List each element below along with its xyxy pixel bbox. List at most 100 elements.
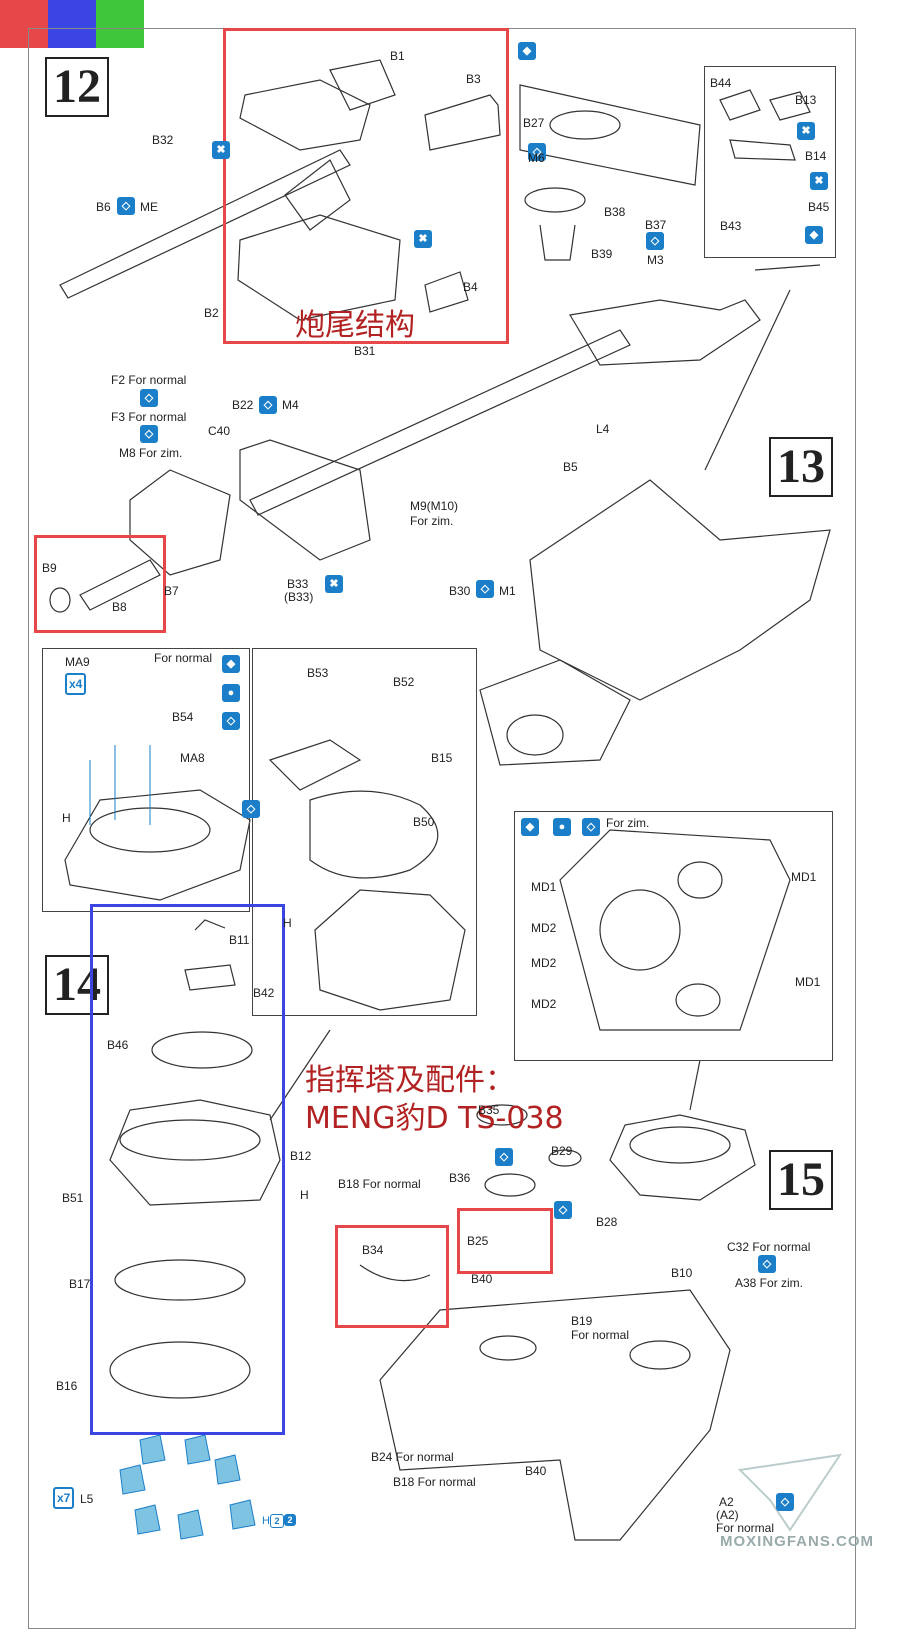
part-label-b29: B29 bbox=[551, 1144, 573, 1158]
breech-lower bbox=[237, 214, 401, 321]
color-swatch-blue bbox=[48, 0, 96, 48]
remove-icon: ✖ bbox=[212, 141, 230, 159]
remove-icon: ✖ bbox=[810, 172, 828, 190]
step-number-12: 12 bbox=[45, 57, 109, 117]
part-label-md1: MD1 bbox=[531, 880, 557, 894]
remove-icon: ✖ bbox=[325, 575, 343, 593]
drop-icon: ● bbox=[553, 818, 571, 836]
part-label-b12: B12 bbox=[290, 1149, 312, 1163]
part-b3 bbox=[424, 94, 501, 151]
part-label-b28: B28 bbox=[596, 1215, 618, 1229]
drop-icon: ● bbox=[222, 684, 240, 702]
paint-icon: ◆ bbox=[805, 226, 823, 244]
part-label-md1: MD1 bbox=[795, 975, 821, 989]
quantity-x7-icon: x7 bbox=[53, 1487, 75, 1509]
part-label-b15: B15 bbox=[431, 751, 453, 765]
part-label-b33-alt: (B33) bbox=[284, 590, 314, 604]
remove-icon: ✖ bbox=[797, 122, 815, 140]
color-swatch-green bbox=[96, 0, 144, 48]
part-label-b9: B9 bbox=[42, 561, 57, 575]
part-label-b46: B46 bbox=[107, 1038, 129, 1052]
part-label-b19-note: For normal bbox=[571, 1328, 630, 1342]
optional-icon: ◇ bbox=[259, 396, 277, 414]
part-label-b19: B19 bbox=[571, 1314, 593, 1328]
for-zim-label: For zim. bbox=[606, 816, 650, 830]
part-label-b52: B52 bbox=[393, 675, 415, 689]
part-label-c32: C32 For normal bbox=[727, 1240, 811, 1254]
step-number-15: 15 bbox=[769, 1150, 833, 1210]
part-label-a2: A2 bbox=[719, 1495, 734, 1509]
b25-highlight-box bbox=[457, 1208, 553, 1274]
hatch-plate bbox=[519, 84, 701, 186]
part-label-b36: B36 bbox=[449, 1171, 471, 1185]
optional-icon: ◇ bbox=[554, 1201, 572, 1219]
part-label-md2: MD2 bbox=[531, 921, 557, 935]
part-b11 bbox=[194, 919, 226, 931]
part-label-f2: F2 For normal bbox=[111, 373, 187, 387]
optional-icon: ◇ bbox=[222, 712, 240, 730]
runner-label-h: H bbox=[262, 1515, 270, 1527]
part-label-ma9: MA9 bbox=[65, 655, 90, 669]
cupola-15 bbox=[609, 1114, 756, 1201]
part-label-b17: B17 bbox=[69, 1277, 91, 1291]
step14-left-frame bbox=[42, 648, 250, 912]
optional-icon: ◇ bbox=[140, 389, 158, 407]
part-label-m4: M4 bbox=[282, 398, 299, 412]
part-label-b5: B5 bbox=[563, 460, 578, 474]
part-label-b4: B4 bbox=[463, 280, 478, 294]
optional-icon: ◇ bbox=[140, 425, 158, 443]
optional-icon: ◇ bbox=[582, 818, 600, 836]
part-label-b54: B54 bbox=[172, 710, 194, 724]
part-label-b13: B13 bbox=[795, 93, 817, 107]
part-label-m1: M1 bbox=[499, 584, 516, 598]
runner-number: 2 bbox=[270, 1514, 284, 1528]
breech-annotation: 炮尾结构 bbox=[295, 308, 415, 343]
part-label-b43: B43 bbox=[720, 219, 742, 233]
part-label-b18-top: B18 For normal bbox=[338, 1177, 421, 1191]
runner-number: 2 bbox=[284, 1514, 296, 1526]
part-label-b18-bottom: B18 For normal bbox=[393, 1475, 476, 1489]
part-label-b32: B32 bbox=[152, 133, 174, 147]
part-label-b45: B45 bbox=[808, 200, 830, 214]
optional-icon: ◇ bbox=[758, 1255, 776, 1273]
breech-highlight-box bbox=[223, 28, 509, 344]
part-label-b30: B30 bbox=[449, 584, 471, 598]
remove-icon: ✖ bbox=[414, 230, 432, 248]
glue-icon: ◆ bbox=[521, 818, 539, 836]
part-label-a38: A38 For zim. bbox=[735, 1276, 804, 1290]
part-label-b50: B50 bbox=[413, 815, 435, 829]
part-label-b25: B25 bbox=[467, 1234, 489, 1248]
optional-icon: ◇ bbox=[242, 800, 260, 818]
optional-icon: ◇ bbox=[646, 232, 664, 250]
cupola-14-right bbox=[314, 889, 466, 1011]
part-label-b7: B7 bbox=[164, 584, 179, 598]
part-label-md1: MD1 bbox=[791, 870, 817, 884]
part-label-b44: B44 bbox=[710, 76, 732, 90]
part-label-h-right: H bbox=[283, 916, 292, 930]
optional-icon: ◇ bbox=[476, 580, 494, 598]
part-label-b22: B22 bbox=[232, 398, 254, 412]
part-label-h-left: H bbox=[62, 811, 71, 825]
part-label-l5: L5 bbox=[80, 1492, 94, 1506]
part-label-b8: B8 bbox=[112, 600, 127, 614]
step-number-13: 13 bbox=[769, 437, 833, 497]
optional-icon: ◇ bbox=[528, 143, 546, 161]
cupola-highlight-box bbox=[90, 904, 285, 1435]
part-label-b31: B31 bbox=[354, 344, 376, 358]
part-label-me: ME bbox=[140, 200, 158, 214]
part-label-h-main: H bbox=[300, 1188, 309, 1202]
part-label-b37: B37 bbox=[645, 218, 667, 232]
part-label-b1: B1 bbox=[390, 49, 405, 63]
turret-15-roof bbox=[379, 1289, 731, 1541]
part-label-b14: B14 bbox=[805, 149, 827, 163]
part-label-b34: B34 bbox=[362, 1243, 384, 1257]
part-label-m3: M3 bbox=[647, 253, 664, 267]
mantlet-body bbox=[239, 439, 371, 561]
part-label-a2-alt: (A2) bbox=[716, 1508, 739, 1522]
part-label-b6: B6 bbox=[96, 200, 111, 214]
cupola-14-main bbox=[109, 1099, 281, 1206]
b9-highlight-box bbox=[34, 535, 166, 633]
part-label-b16: B16 bbox=[56, 1379, 78, 1393]
part-label-f3: F3 For normal bbox=[111, 410, 187, 424]
